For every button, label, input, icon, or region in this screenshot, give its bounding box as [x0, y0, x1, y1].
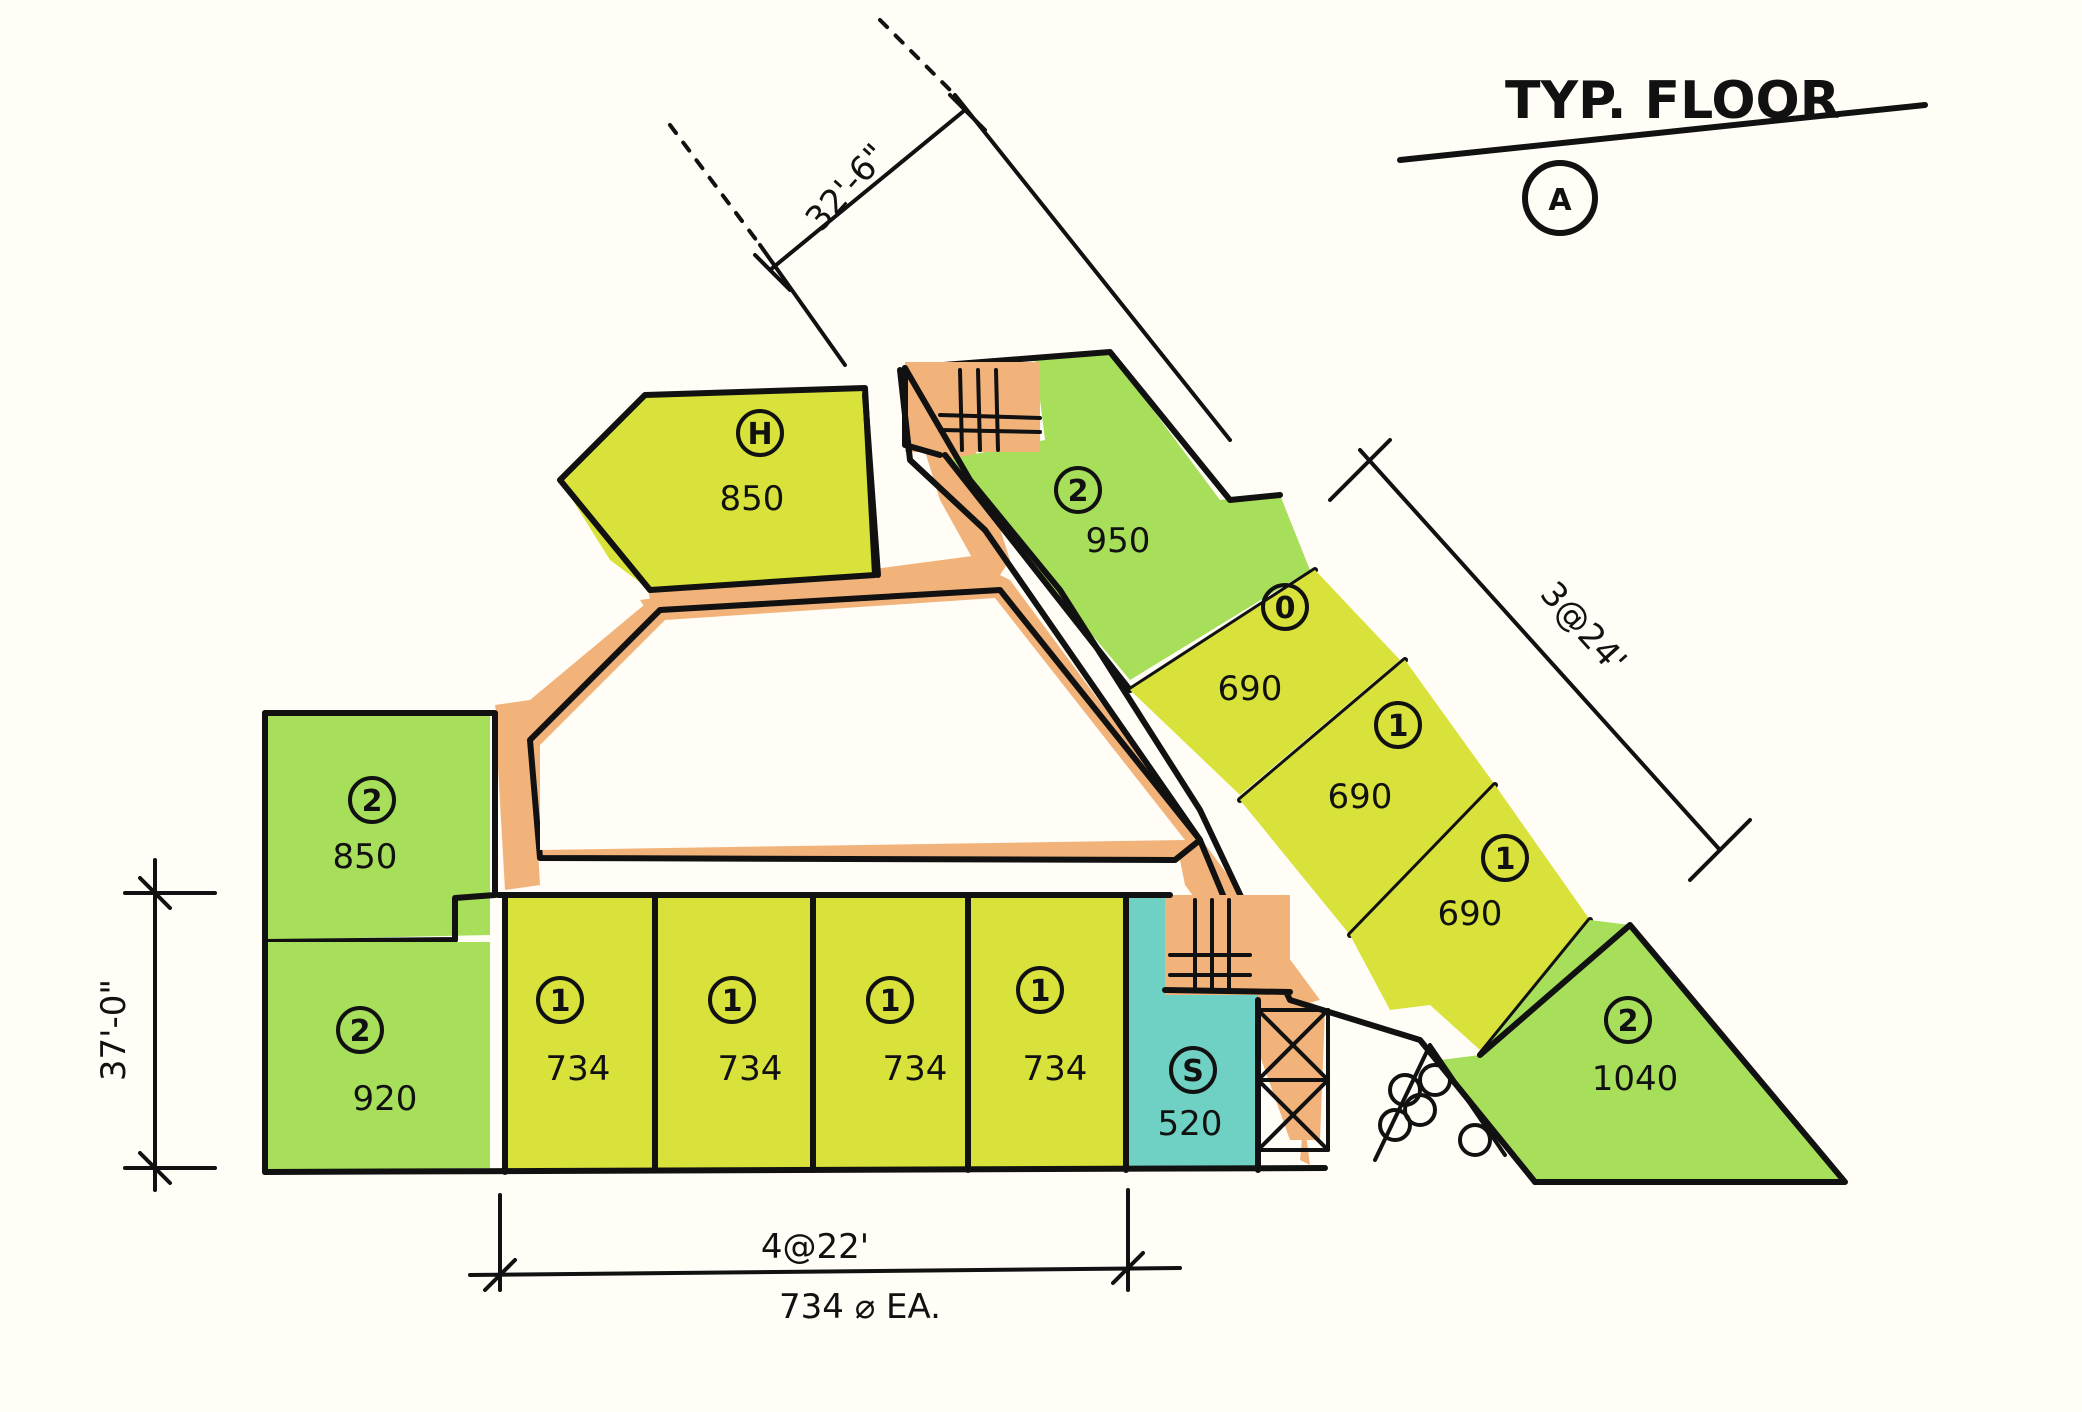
- title-tag-circle: [1522, 160, 1598, 236]
- unit-right-3-tag: 1: [1495, 842, 1516, 877]
- unit-top-left: H 850: [557, 385, 881, 593]
- unit-left-top-area: 850: [333, 837, 398, 877]
- unit-right-2-tag: 1: [1388, 709, 1409, 744]
- inner-corridor-wall: [897, 367, 1253, 963]
- unit-bottom-1-tag: 1: [550, 984, 571, 1019]
- dimension-bottom: 4@22' 734 ⌀ EA.: [468, 1188, 1182, 1327]
- planting: [1373, 1043, 1507, 1162]
- unit-tag-circle: [1261, 583, 1309, 631]
- unit-right-end-tag: 2: [1618, 1004, 1639, 1039]
- dimension-left: 37'-0": [94, 858, 217, 1192]
- unit-top-left-area: 850: [720, 479, 785, 519]
- unit-tag-circle: [736, 409, 784, 457]
- title-underline: [1397, 102, 1928, 163]
- unit-left-bottom-area: 920: [353, 1079, 418, 1119]
- unit-left-top: 2 850: [262, 710, 498, 945]
- unit-bottom-2-tag: 1: [722, 984, 743, 1019]
- unit-tag-circle: [866, 976, 914, 1024]
- unit-tag-circle: [336, 1006, 384, 1054]
- unit-studio-tag: S: [1182, 1054, 1204, 1089]
- unit-tag-circle: [708, 976, 756, 1024]
- unit-bottom-1-area: 734: [546, 1049, 611, 1089]
- dim-left-label: 37'-0": [94, 979, 134, 1081]
- unit-bottom-4-area: 734: [1023, 1049, 1088, 1089]
- unit-top-right-tag: 2: [1068, 474, 1089, 509]
- unit-tag-circle: [1374, 701, 1422, 749]
- dim-diagonal-top-label: 32'-6": [798, 136, 896, 239]
- dim-bottom-label: 4@22': [761, 1227, 869, 1267]
- unit-tag-circle: [348, 776, 396, 824]
- unit-bottom-3-area: 734: [883, 1049, 948, 1089]
- unit-tag-circle: [1169, 1046, 1217, 1094]
- unit-left-bottom: 2 920: [262, 710, 490, 1175]
- unit-left-top-tag: 2: [362, 784, 383, 819]
- dim-diagonal-right-label: 3@24': [1532, 574, 1634, 681]
- diagonal-wall: [902, 365, 1538, 1185]
- unit-tag-circle: [1604, 996, 1652, 1044]
- unit-right-1-tag: 0: [1275, 591, 1296, 626]
- unit-tag-circle: [1054, 466, 1102, 514]
- unit-top-right: 2 950: [902, 349, 1318, 693]
- unit-right-end: 2 1040: [1440, 920, 1848, 1185]
- courtyard-outline: [527, 587, 1203, 863]
- unit-right-1-area: 690: [1218, 669, 1283, 709]
- unit-bottom-2-area: 734: [718, 1049, 783, 1089]
- unit-bottom-4-tag: 1: [1030, 974, 1051, 1009]
- dim-bottom-note: 734 ⌀ EA.: [779, 1287, 941, 1327]
- unit-right-end-area: 1040: [1592, 1059, 1679, 1099]
- unit-top-left-tag: H: [747, 417, 772, 452]
- unit-top-right-area: 950: [1086, 521, 1151, 561]
- courtyard: [540, 598, 1185, 850]
- unit-bottom-4: 1 734: [968, 898, 1126, 1170]
- unit-bottom-2: 1 734: [655, 898, 813, 1170]
- unit-right-3-area: 690: [1438, 894, 1503, 934]
- unit-tag-circle: [1016, 966, 1064, 1014]
- unit-bottom-3-tag: 1: [880, 984, 901, 1019]
- unit-tag-circle: [536, 976, 584, 1024]
- title-tag: A: [1548, 183, 1572, 218]
- stair-bottom: [1162, 895, 1293, 995]
- unit-right-2-area: 690: [1328, 777, 1393, 817]
- unit-bottom-3: 1 734: [813, 898, 968, 1170]
- bottom-wall: [262, 1165, 1328, 1175]
- unit-tag-circle: [1481, 834, 1529, 882]
- unit-left-bottom-tag: 2: [350, 1014, 371, 1049]
- unit-bottom-1: 1 734: [505, 898, 655, 1170]
- unit-studio-area: 520: [1158, 1104, 1223, 1144]
